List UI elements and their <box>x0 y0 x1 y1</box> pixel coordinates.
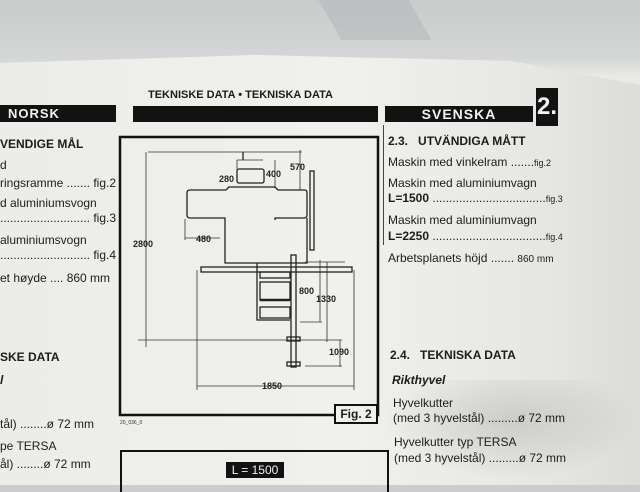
dimension-lines <box>138 150 355 390</box>
spec-item: Maskin med aluminiumvagn <box>388 213 537 227</box>
shadow <box>380 380 640 480</box>
norsk-heading: VENDIGE MÅL <box>0 137 84 151</box>
dimension-2800: 2800 <box>133 239 153 249</box>
figure-2-diagram: 2800 280 400 570 480 800 1330 1090 1850 … <box>118 135 380 426</box>
dimension-800: 800 <box>299 286 314 296</box>
figure-frame <box>118 135 380 417</box>
section-title: UTVÄNDIGA MÅTT <box>418 134 526 148</box>
norsk-line: aluminiumsvogn <box>0 233 87 247</box>
figure-3-frame <box>120 450 389 492</box>
spec-line: (med 3 hyvelstål) .........ø 72 mm <box>394 451 567 465</box>
center-bar <box>133 106 378 122</box>
figure-label: Fig. 2 <box>334 404 378 424</box>
norsk-line: ringsramme ....... fig.2 <box>0 176 117 190</box>
norsk-line: ........................... fig.3 <box>0 211 117 225</box>
machine-outline <box>186 152 353 368</box>
norsk-spec: tål) ........ø 72 mm <box>0 417 95 431</box>
spec-line: Hyvelkutter typ TERSA <box>394 435 517 449</box>
section-2-4-heading: 2.4. TEKNISKA DATA <box>390 348 516 362</box>
dimension-570: 570 <box>290 162 305 172</box>
section-2-3-heading: 2.3. UTVÄNDIGA MÅTT <box>388 134 526 148</box>
page-header-title: TEKNISKE DATA • TEKNISKA DATA <box>148 89 333 101</box>
figure-code: 20_036_0 <box>120 420 142 426</box>
spec-line: Hyvelkutter <box>393 396 454 410</box>
norsk-line: ........................... fig.4 <box>0 248 117 262</box>
dimension-480: 480 <box>196 234 211 244</box>
dimension-280: 280 <box>219 174 234 184</box>
norsk-sub: l <box>0 373 4 387</box>
norsk-heading-2: SKE DATA <box>0 350 60 364</box>
spec-item: L=1500 .................................… <box>388 191 563 205</box>
norsk-line: d aluminiumsvogn <box>0 196 97 210</box>
subsection-rikthyvel: Rikthyvel <box>392 373 446 387</box>
spec-item: L=2250 .................................… <box>388 229 563 243</box>
norsk-spec: pe TERSA <box>0 439 57 453</box>
norsk-line: d <box>0 158 7 172</box>
dimension-1090: 1090 <box>329 347 349 357</box>
dimension-400: 400 <box>266 169 281 179</box>
spec-item: Arbetsplanets höjd ....... 860 mm <box>388 251 554 265</box>
column-rule <box>383 125 384 245</box>
section-number: 2.3. <box>388 134 409 148</box>
spec-line: (med 3 hyvelstål) .........ø 72 mm <box>393 411 566 425</box>
dimension-1850: 1850 <box>262 381 282 391</box>
norsk-spec: ål) ........ø 72 mm <box>0 457 91 471</box>
spec-item: Maskin med vinkelram .......fig.2 <box>388 155 552 169</box>
figure-3-label: L = 1500 <box>226 462 284 478</box>
chapter-tab: 2. <box>536 88 558 126</box>
spec-item: Maskin med aluminiumvagn <box>388 176 537 190</box>
norsk-section-bar: NORSK <box>0 105 116 122</box>
dimension-1330: 1330 <box>316 294 336 304</box>
svenska-section-bar: SVENSKA <box>385 106 533 122</box>
norsk-line: et høyde .... 860 mm <box>0 271 111 285</box>
